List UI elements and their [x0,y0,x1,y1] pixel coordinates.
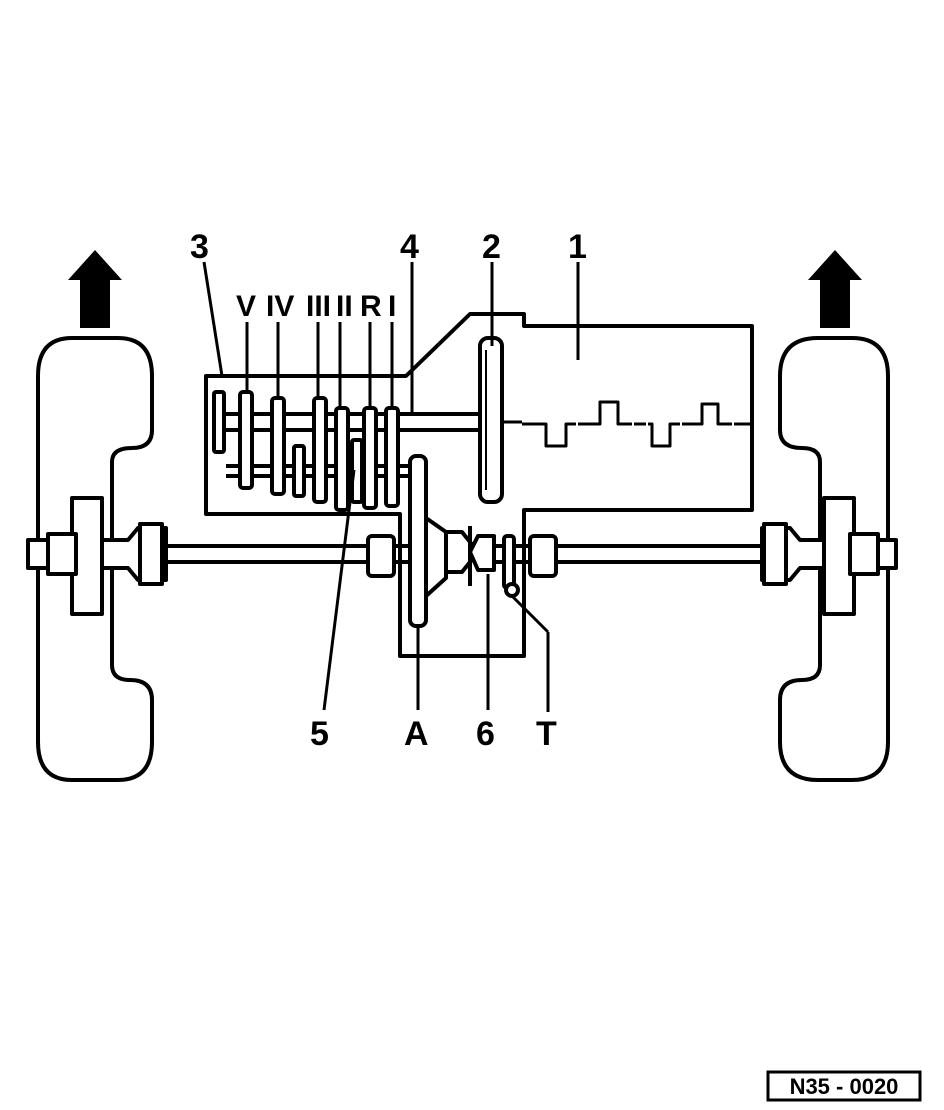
synchro-hub [350,438,364,504]
differential [396,526,530,586]
right-drive-shaft [528,534,764,578]
gear-label-iii: III [306,290,331,323]
synchro-hub [292,444,306,498]
callout-2: 2 [482,228,501,266]
gear-5th-drive [238,390,254,490]
callouts: 3 4 2 1 5 A 6 T [190,228,587,753]
callout-a: A [404,715,429,753]
gear-4th-drive [270,396,286,496]
left-wheel [26,336,168,782]
gear-labels: V IV III II R I [236,290,396,323]
final-drive-gear [408,454,448,628]
gear-3rd-drive [312,396,328,504]
callout-6: 6 [476,715,495,753]
leader-lines [202,261,580,712]
callout-3: 3 [190,228,209,266]
gear-1st-drive [384,406,400,508]
gearbox-housing [204,312,754,658]
up-arrow-icon [68,250,122,328]
clutch [478,336,504,504]
reference-code-box: N35 - 0020 [766,1070,922,1102]
pinion-gear [212,390,226,454]
reference-code: N35 - 0020 [790,1074,899,1099]
gear-label-iv: IV [266,290,294,323]
engine-crankshaft [522,400,752,448]
gear-reverse [362,406,378,510]
callout-1: 1 [568,228,587,266]
callout-t: T [536,715,557,753]
gear-set [212,390,400,512]
callout-5: 5 [310,715,329,753]
gear-label-v: V [236,290,256,323]
gear-2nd-drive [334,406,350,512]
gear-label-r: R [360,290,382,323]
callout-4: 4 [400,228,419,266]
left-drive-shaft [162,534,396,578]
gear-label-ii: II [336,290,353,323]
speedometer-drive [502,534,520,598]
gear-label-i: I [388,290,396,323]
right-wheel [760,336,898,782]
up-arrow-icon [808,250,862,328]
